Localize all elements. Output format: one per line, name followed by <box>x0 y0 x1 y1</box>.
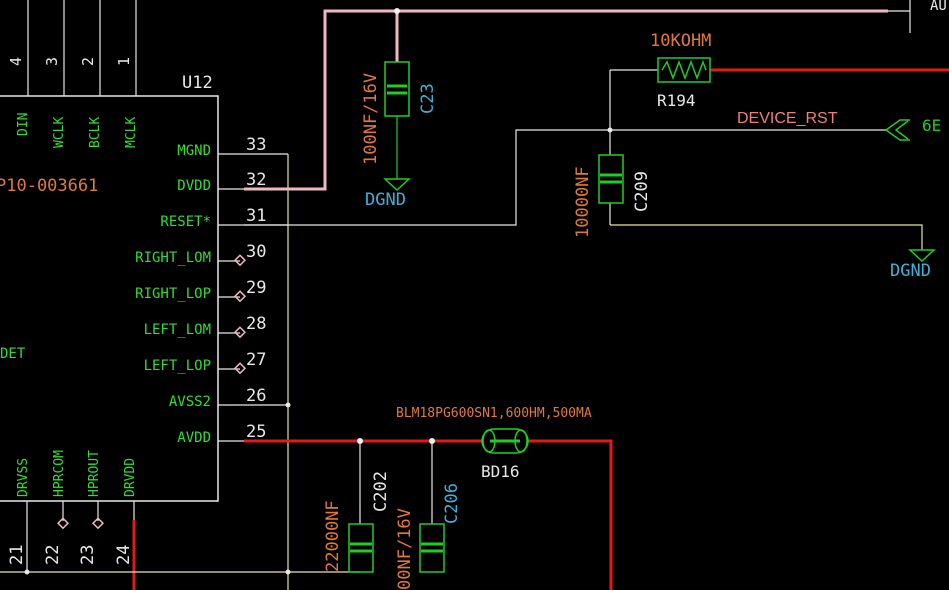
noconnect-pin-27 <box>233 362 247 375</box>
pin-33-number: 33 <box>246 135 266 155</box>
top-pins: 4 DIN 3 WCLK 2 BCLK 1 MCLK <box>7 0 139 148</box>
pin-28-number: 28 <box>246 314 266 334</box>
c209-body <box>598 154 624 204</box>
offpage-arrow-inner <box>894 120 909 140</box>
pin-1-number: 1 <box>115 57 133 66</box>
c206-capacitor[interactable]: 00NF/16V C206 <box>395 483 462 590</box>
pin-30-number: 30 <box>246 242 266 262</box>
pin-29-number: 29 <box>246 278 266 298</box>
pin-24-number: 24 <box>114 545 134 565</box>
pin-27-name: LEFT_LOP <box>144 358 211 374</box>
net-au-label: AU <box>930 0 947 14</box>
bd16-value: BLM18PG600SN1,600HM,500MA <box>396 406 592 421</box>
device-rst-label: DEVICE_RST <box>737 110 838 127</box>
r194-zigzag <box>661 59 707 81</box>
pin-24-name: DRVDD <box>123 458 138 497</box>
r194-refdes: R194 <box>657 91 696 110</box>
pin-22-name: HPRCOM <box>52 450 67 497</box>
pin-21-number: 21 <box>7 545 27 565</box>
pin-30-name: RIGHT_LOM <box>135 250 211 266</box>
pin-2-name: BCLK <box>88 117 103 148</box>
u12-chip: U12 P10-003661 DET <box>0 73 219 502</box>
junction-c202 <box>357 438 363 444</box>
pin-26-number: 26 <box>246 386 266 406</box>
noconnect-pin-22 <box>56 517 70 530</box>
r194-value: 10KOHM <box>650 31 711 51</box>
pin-31-number: 31 <box>246 206 266 226</box>
c23-value: 100NF/16V <box>361 73 381 165</box>
pin-31-name: RESET* <box>160 214 211 230</box>
c209-ground-symbol <box>908 249 936 263</box>
junction-26 <box>285 402 291 408</box>
pin-27-number: 27 <box>246 350 266 370</box>
pin-29-name: RIGHT_LOP <box>135 286 211 302</box>
bd16-body <box>481 428 529 454</box>
noconnect-pin-23 <box>91 517 105 530</box>
pin-23-number: 23 <box>78 545 98 565</box>
offpage-arrow-bottom <box>885 129 910 141</box>
c209-gnd-label: DGND <box>890 261 931 281</box>
c23-refdes: C23 <box>418 83 438 114</box>
device-rst-netlabel[interactable]: DEVICE_RST 6E <box>737 110 941 141</box>
pin-32-number: 32 <box>246 170 266 190</box>
noconnect-pin-30 <box>233 254 247 267</box>
bottom-pins: 21 DRVSS 22 HPRCOM 23 HPROUT 24 DRVDD <box>7 450 138 590</box>
c23-gnd-label: DGND <box>365 190 406 210</box>
noconnect-pin-29 <box>233 290 247 303</box>
junction-c23-top <box>394 8 400 14</box>
u12-refdes: U12 <box>182 73 213 93</box>
bd16-refdes: BD16 <box>481 462 520 481</box>
c209-capacitor[interactable]: 10000NF C209 DGND <box>573 154 936 281</box>
pin-1-name: MCLK <box>124 117 139 148</box>
pin-2-number: 2 <box>79 57 97 66</box>
pin-4-name: DIN <box>16 113 31 136</box>
r194-resistor[interactable]: 10KOHM R194 <box>650 31 711 110</box>
junction-bottom <box>285 569 291 575</box>
c23-capacitor[interactable]: 100NF/16V C23 DGND <box>361 61 438 210</box>
pin-26-name: AVSS2 <box>169 394 211 410</box>
bd16-ferrite-bead[interactable]: BLM18PG600SN1,600HM,500MA BD16 <box>396 406 592 481</box>
pin-32-name: DVDD <box>177 178 211 194</box>
c23-body <box>384 61 410 117</box>
net-dvdd-pink <box>244 9 888 191</box>
pin-23-name: HPROUT <box>87 450 102 497</box>
c202-body <box>348 523 374 573</box>
c23-ground-symbol <box>383 178 411 192</box>
pin-3-number: 3 <box>43 57 61 66</box>
pin-4-number: 4 <box>7 57 25 66</box>
c206-refdes: C206 <box>442 483 462 524</box>
c209-refdes: C209 <box>632 171 652 212</box>
wire-c209-gnd <box>610 224 923 250</box>
pin-21-name: DRVSS <box>16 458 31 497</box>
net-avdd-red-right <box>528 439 613 590</box>
right-pins: 33 MGND 32 DVDD 31 RESET* 30 RIGHT_LOM 2… <box>135 135 288 446</box>
junction-c206 <box>429 438 435 444</box>
c209-value: 10000NF <box>573 166 593 238</box>
wire-reset <box>244 129 886 226</box>
noconnect-pin-28 <box>233 326 247 339</box>
bd16-left-cap <box>482 429 496 453</box>
pin-28-name: LEFT_LOM <box>144 322 211 338</box>
bd16-right-cap <box>514 429 528 453</box>
offpage-arrow-top <box>885 119 910 131</box>
offpage-label: 6E <box>922 116 941 135</box>
c206-value: 00NF/16V <box>395 508 415 590</box>
pin-25-name: AVDD <box>177 430 211 446</box>
pin-33-name: MGND <box>177 143 211 159</box>
c206-body <box>419 523 445 573</box>
pin-22-number: 22 <box>43 545 63 565</box>
c202-capacitor[interactable]: 22000NF C202 <box>323 471 391 573</box>
junction-21 <box>24 569 30 575</box>
c202-value: 22000NF <box>323 500 343 572</box>
r194-body <box>657 57 711 83</box>
u12-partno: P10-003661 <box>0 176 98 196</box>
pin-3-name: WCLK <box>52 117 67 148</box>
u12-body-outline <box>0 95 219 502</box>
det-label: DET <box>0 346 26 362</box>
c202-refdes: C202 <box>371 471 391 512</box>
pin-25-number: 25 <box>246 422 266 442</box>
